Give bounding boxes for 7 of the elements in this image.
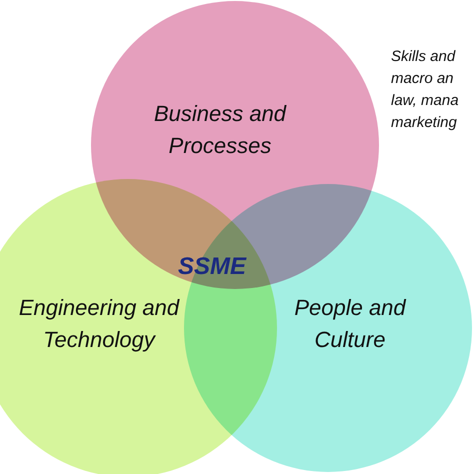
circle-label: Engineering and Technology [18, 294, 181, 354]
side-note-line: macro an [391, 69, 455, 89]
side-note-line: marketing [391, 113, 458, 133]
side-note-line: Skills and [391, 47, 456, 67]
circle-label: Business and Processes [152, 100, 288, 160]
circle-label: People and Culture [293, 294, 408, 354]
side-note-line: law, mana [391, 91, 459, 111]
